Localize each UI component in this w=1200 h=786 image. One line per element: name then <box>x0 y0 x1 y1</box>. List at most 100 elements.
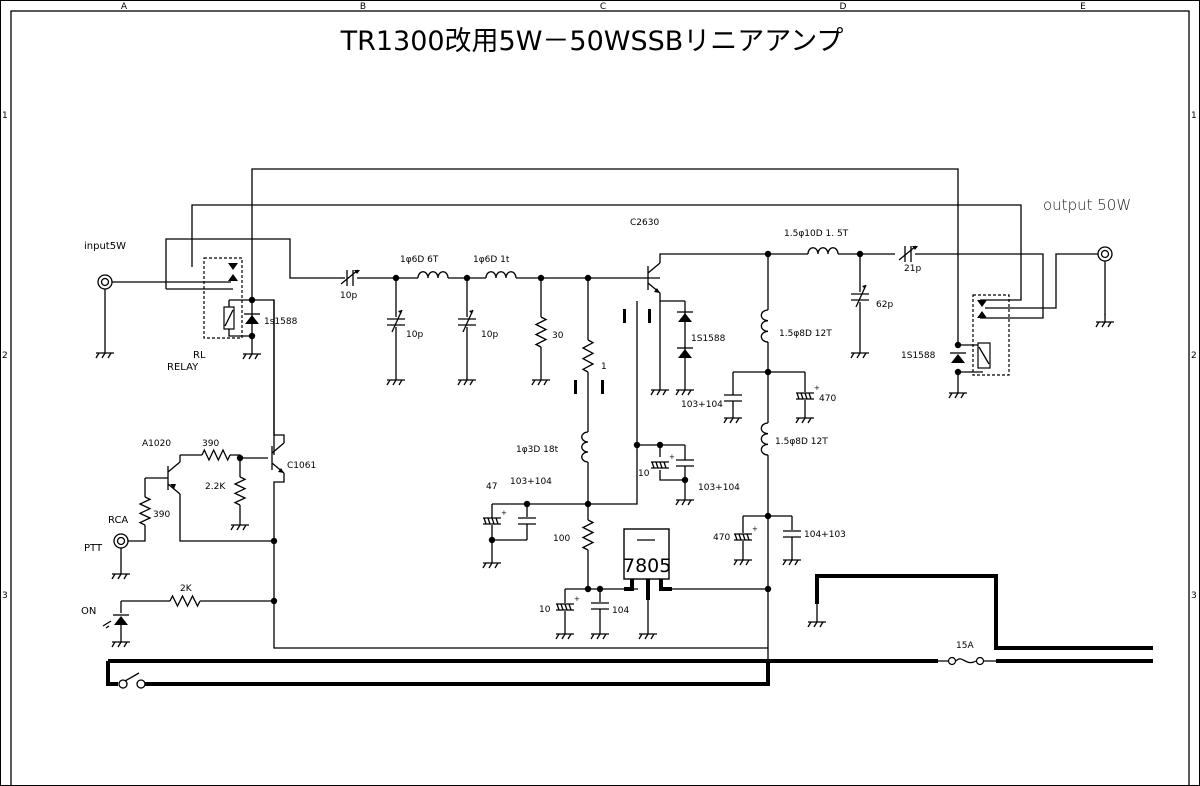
ground-hatch <box>111 573 116 580</box>
ground-hatch <box>537 379 542 386</box>
diode-icon <box>950 352 966 363</box>
ground-icon <box>457 372 476 386</box>
diode-triangle <box>114 616 128 625</box>
emitter-wire <box>659 293 685 302</box>
hatch <box>491 517 495 525</box>
capacitor-icon <box>340 269 360 286</box>
ground-hatch <box>819 621 824 628</box>
junction-dot <box>236 454 244 462</box>
ground-icon <box>111 566 130 580</box>
junction-dot <box>764 512 772 520</box>
electrolytic-capacitor-icon: + <box>796 384 820 400</box>
l-choke2-label: 1.5φ8D 12T <box>775 437 828 447</box>
diode-icon <box>677 347 693 358</box>
ground-hatch <box>638 633 643 640</box>
ground-hatch <box>386 379 391 386</box>
junction-dot <box>764 368 772 376</box>
rf-power-transistor-icon <box>647 262 661 294</box>
ground-hatch <box>675 499 680 506</box>
ground-hatch <box>782 559 787 566</box>
zone-col-b: B <box>360 2 366 12</box>
wire <box>273 473 285 541</box>
relay-nc-wire <box>191 204 1022 301</box>
capacitor-icon <box>898 245 918 262</box>
ground-icon <box>733 552 752 566</box>
regulator-out-pin <box>659 579 672 591</box>
resistor-icon <box>233 476 247 506</box>
ground-hatch <box>236 524 241 531</box>
transistor-collector <box>271 442 285 454</box>
relay-contact <box>977 300 987 307</box>
zone-col-d: D <box>840 2 847 12</box>
inductor-icon <box>807 247 839 255</box>
ground-hatch <box>954 392 959 399</box>
inductor-coil <box>807 247 839 255</box>
resistor-icon <box>169 594 201 608</box>
collector-wire <box>659 253 808 263</box>
c-out-series-label: 21p <box>904 264 921 274</box>
zone-col-a: A <box>121 2 128 12</box>
hatch <box>796 392 800 400</box>
components: +++++ <box>95 245 1114 689</box>
ferrite-bead-icon <box>574 380 577 394</box>
junction-dot <box>537 274 545 282</box>
ground-hatch <box>111 641 116 648</box>
output-port-label: output 50W <box>1043 196 1131 214</box>
ground-hatch <box>650 633 655 640</box>
junction-dot <box>584 500 592 508</box>
c-470b-label: 470 <box>713 533 730 543</box>
transistor-arrow <box>278 468 284 473</box>
capacitor-icon <box>518 517 536 525</box>
ground-hatch <box>960 392 965 399</box>
input-port-label: input5W <box>84 241 126 252</box>
ground-hatch <box>644 633 649 640</box>
trimmer-arrowhead <box>862 285 866 289</box>
c-10-reg-label: 10 <box>539 605 551 615</box>
wire <box>179 494 274 542</box>
junction-dot <box>463 274 471 282</box>
voltage-regulator-icon <box>623 528 670 580</box>
ground-icon <box>675 382 694 396</box>
ground-hatch <box>733 559 738 566</box>
ground-hatch <box>675 389 680 396</box>
ground-icon <box>638 626 657 640</box>
enable-return-wire <box>273 601 768 649</box>
coax-connector-icon <box>1097 246 1113 262</box>
inductor-coil <box>760 309 769 343</box>
resistor-icon <box>581 519 595 551</box>
hatch <box>487 517 491 525</box>
ground-hatch <box>543 379 548 386</box>
ground-rail <box>815 574 1153 650</box>
ground-icon <box>1095 314 1114 328</box>
fuse-terminal <box>947 656 957 666</box>
diode-icon <box>113 614 129 625</box>
transistor-collector <box>647 262 661 274</box>
junction-dot <box>248 296 256 304</box>
ground-hatch <box>735 417 740 424</box>
junction-dot <box>656 441 664 449</box>
wire <box>491 525 527 541</box>
coax-connector-icon <box>113 533 129 549</box>
ground-hatch <box>555 633 560 640</box>
ground-hatch <box>117 641 122 648</box>
r-2k-label: 2K <box>180 584 193 594</box>
ferrite-bead-icon <box>648 309 651 323</box>
on-led-label: ON <box>81 606 96 617</box>
ground-hatch <box>794 559 799 566</box>
connector-outer <box>97 274 113 290</box>
plus-sign: + <box>814 384 820 392</box>
c-104-103-label: 104+103 <box>804 530 846 540</box>
relay-ref-label: RL <box>193 350 206 361</box>
connector-outer <box>113 533 129 549</box>
ground-hatch <box>561 633 566 640</box>
relay-bus-wire <box>251 168 959 345</box>
bias-feed-wire <box>588 301 638 505</box>
c-470a-label: 470 <box>819 394 836 404</box>
l1-label: 1φ6D 6T <box>400 255 439 265</box>
ground-icon <box>482 555 501 569</box>
ground-hatch <box>813 621 818 628</box>
c-shunt2-label: 10p <box>481 330 498 340</box>
ground-hatch <box>795 417 800 424</box>
diode-triangle <box>678 349 692 358</box>
relay-name-label: RELAY <box>167 362 199 373</box>
